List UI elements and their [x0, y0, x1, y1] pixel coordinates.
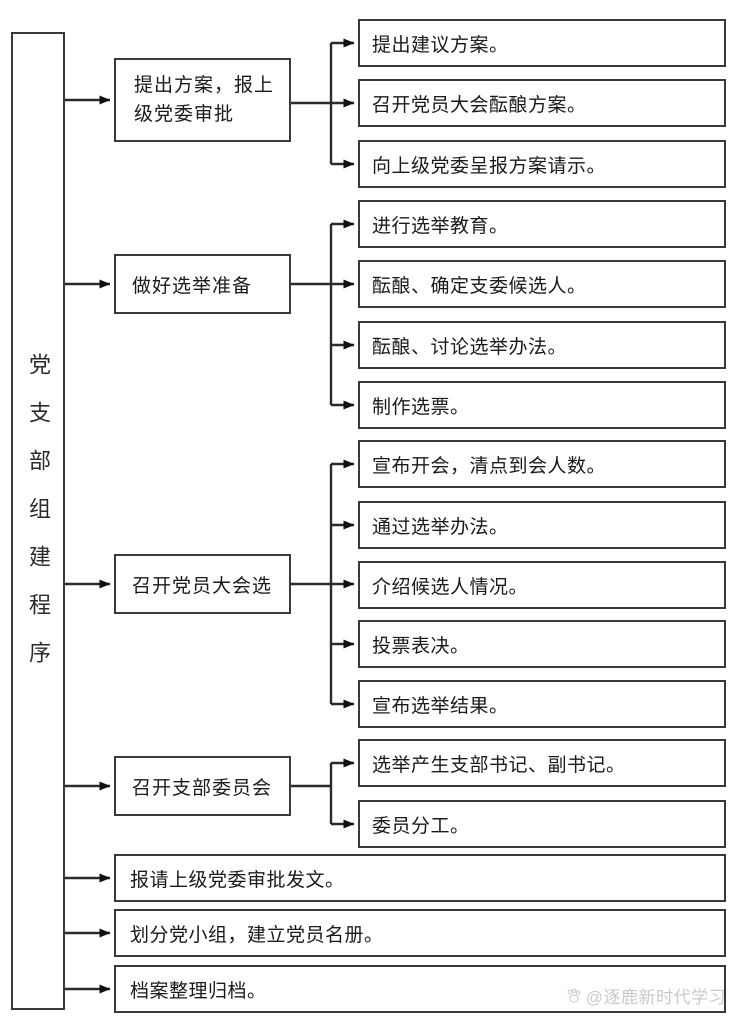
step-label-1-3: 向上级党委呈报方案请示。 — [372, 155, 607, 177]
stage-box-2[interactable]: 做好选举准备 — [114, 254, 291, 314]
step-box-3-1[interactable]: 宣布开会，清点到会人数。 — [358, 440, 726, 488]
stage-label-1: 提出方案，报上 级党委审批 — [134, 71, 274, 130]
watermark-text: @逐鹿新时代学习 — [585, 988, 726, 1007]
step-label-4-2: 委员分工。 — [372, 815, 470, 837]
final-step-box-1[interactable]: 报请上级党委审批发文。 — [114, 854, 726, 902]
final-step-label-1: 报请上级党委审批发文。 — [130, 869, 345, 891]
step-label-3-3: 介绍候选人情况。 — [372, 576, 529, 598]
stage-label-4: 召开支部委员会 — [132, 777, 273, 799]
step-label-2-1: 进行选举教育。 — [372, 215, 509, 237]
stage-box-1[interactable]: 提出方案，报上 级党委审批 — [114, 58, 291, 142]
step-label-3-4: 投票表决。 — [372, 635, 470, 657]
step-box-1-3[interactable]: 向上级党委呈报方案请示。 — [358, 140, 726, 188]
step-box-3-4[interactable]: 投票表决。 — [358, 620, 726, 668]
step-label-3-1: 宣布开会，清点到会人数。 — [372, 455, 607, 477]
step-label-2-3: 酝酿、讨论选举办法。 — [372, 336, 568, 358]
step-box-2-3[interactable]: 酝酿、讨论选举办法。 — [358, 321, 726, 369]
stage-label-1-line2: 级党委审批 — [134, 104, 235, 125]
stage-label-1-line1: 提出方案，报上 — [134, 74, 275, 96]
step-label-2-4: 制作选票。 — [372, 396, 470, 418]
stage-label-2: 做好选举准备 — [132, 275, 253, 297]
final-step-box-3[interactable]: 档案整理归档。 — [114, 965, 726, 1013]
step-label-2-2: 酝酿、确定支委候选人。 — [372, 275, 587, 297]
stage-box-3[interactable]: 召开党员大会选 — [114, 554, 291, 614]
step-label-1-2: 召开党员大会酝酿方案。 — [372, 94, 587, 116]
step-label-3-2: 通过选举办法。 — [372, 516, 509, 538]
spine-label: 党支部组建程序 — [26, 353, 51, 689]
step-box-4-2[interactable]: 委员分工。 — [358, 800, 726, 848]
stage-label-3: 召开党员大会选 — [132, 575, 273, 597]
step-box-4-1[interactable]: 选举产生支部书记、副书记。 — [358, 739, 726, 787]
step-box-1-1[interactable]: 提出建议方案。 — [358, 19, 726, 67]
step-box-2-2[interactable]: 酝酿、确定支委候选人。 — [358, 260, 726, 308]
spine-box: 党支部组建程序 — [11, 32, 65, 1010]
step-box-3-5[interactable]: 宣布选举结果。 — [358, 680, 726, 728]
step-label-3-5: 宣布选举结果。 — [372, 695, 509, 717]
final-step-box-2[interactable]: 划分党小组，建立党员名册。 — [114, 909, 726, 957]
step-box-2-4[interactable]: 制作选票。 — [358, 381, 726, 429]
step-box-2-1[interactable]: 进行选举教育。 — [358, 200, 726, 248]
final-step-label-3: 档案整理归档。 — [130, 980, 267, 1002]
step-label-1-1: 提出建议方案。 — [372, 34, 509, 56]
step-box-3-2[interactable]: 通过选举办法。 — [358, 501, 726, 549]
step-box-1-2[interactable]: 召开党员大会酝酿方案。 — [358, 79, 726, 127]
paw-icon — [566, 988, 582, 1004]
final-step-label-2: 划分党小组，建立党员名册。 — [130, 924, 384, 946]
step-box-3-3[interactable]: 介绍候选人情况。 — [358, 561, 726, 609]
watermark: @逐鹿新时代学习 — [566, 983, 726, 1008]
spine-label-wrap: 党支部组建程序 — [13, 34, 63, 1008]
stage-box-4[interactable]: 召开支部委员会 — [114, 756, 291, 816]
step-label-4-1: 选举产生支部书记、副书记。 — [372, 754, 626, 776]
